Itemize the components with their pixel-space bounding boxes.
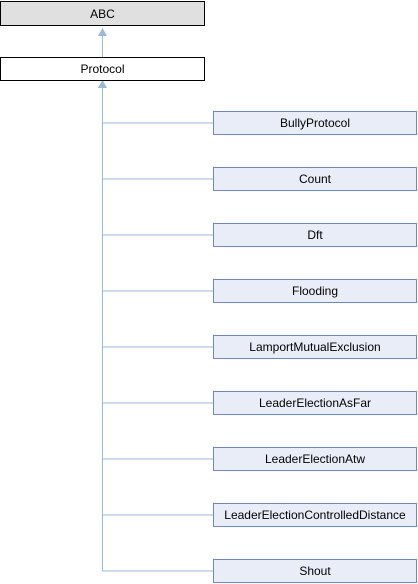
edge-trunk [98, 80, 107, 571]
node-leader-election-as-far-label: LeaderElectionAsFar [259, 396, 371, 410]
node-protocol[interactable]: Protocol [0, 57, 205, 81]
child-nodes: BullyProtocolCountDftFloodingLamportMutu… [213, 111, 417, 583]
node-count[interactable]: Count [213, 167, 417, 191]
node-count-label: Count [299, 172, 332, 186]
node-dft-label: Dft [307, 228, 323, 242]
node-shout-label: Shout [299, 564, 331, 578]
node-shout[interactable]: Shout [213, 559, 417, 583]
node-bully-protocol[interactable]: BullyProtocol [213, 111, 417, 135]
node-dft[interactable]: Dft [213, 223, 417, 247]
node-bully-protocol-label: BullyProtocol [280, 116, 350, 130]
node-leader-election-atw[interactable]: LeaderElectionAtw [213, 447, 417, 471]
node-abc-label: ABC [90, 7, 115, 21]
node-lamport-mutual-exclusion-label: LamportMutualExclusion [249, 340, 380, 354]
node-leader-election-controlled-distance-label: LeaderElectionControlledDistance [224, 508, 406, 522]
node-leader-election-atw-label: LeaderElectionAtw [265, 452, 365, 466]
node-lamport-mutual-exclusion[interactable]: LamportMutualExclusion [213, 335, 417, 359]
node-leader-election-as-far[interactable]: LeaderElectionAsFar [213, 391, 417, 415]
node-leader-election-controlled-distance[interactable]: LeaderElectionControlledDistance [213, 503, 417, 527]
node-abc[interactable]: ABC [0, 1, 205, 26]
node-flooding-label: Flooding [292, 284, 338, 298]
node-protocol-label: Protocol [80, 62, 124, 76]
edge-protocol-to-abc [98, 28, 107, 57]
child-edges [102, 122, 214, 572]
node-flooding[interactable]: Flooding [213, 279, 417, 303]
